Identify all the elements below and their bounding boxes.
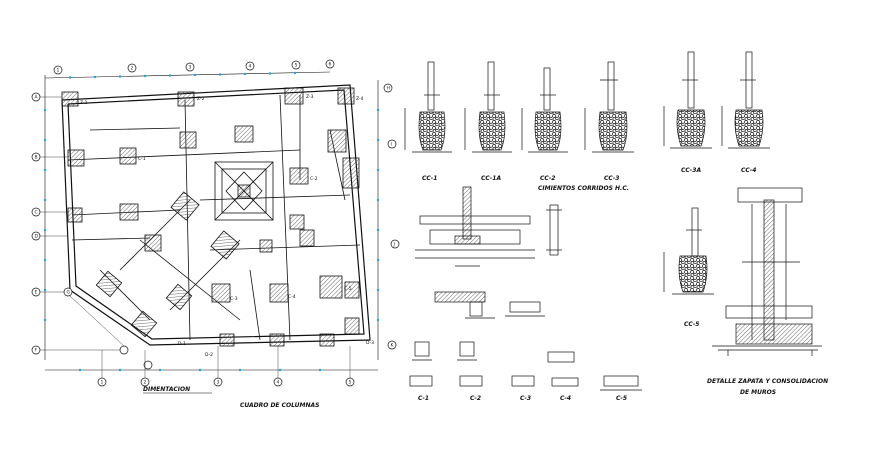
detail-title-line-2: DE MUROS [740, 389, 776, 396]
grid-label-bottom-4: 4 [277, 380, 280, 386]
plan-tag-c1: C-1 [138, 156, 146, 162]
dimension-dots [43, 71, 380, 372]
pier-label-cc5: CC-5 [684, 321, 699, 328]
plan-tag-z2: Z-2 [197, 96, 205, 102]
grid-label-top-1: 1 [57, 68, 60, 74]
grid-label-left-g: G [67, 290, 71, 296]
grid-label-top-3: 3 [189, 65, 192, 71]
column-label-c3: C-3 [520, 395, 531, 402]
grid-label-bottom-2: 2 [144, 380, 147, 386]
pier-label-cc1: CC-1 [422, 175, 437, 182]
pier-detail-cc3a [663, 51, 712, 149]
plan-tag-d1: D-1 [178, 341, 186, 347]
grid-label-bottom-5: 5 [349, 380, 352, 386]
plan-tag-c5: C-5 [344, 286, 352, 292]
pier-detail-cc5 [663, 207, 714, 295]
grid-label-top-5: 5 [295, 63, 298, 69]
plan-tag-d3: D-3 [366, 340, 374, 346]
grid-label-left-d: D [35, 234, 39, 240]
grid-bubble-labels: 1 2 3 4 5 6 A B C D E F G H I J K 1 2 3 … [35, 62, 395, 386]
column-section-details [409, 291, 642, 391]
grid-bubbles-bottom [97, 345, 355, 387]
column-schedule-title: CUADRO DE COLUMNAS [240, 402, 319, 409]
grid-label-left-e: E [35, 290, 38, 296]
column-label-c4: C-4 [560, 395, 571, 402]
column-label-c2: C-2 [470, 395, 481, 402]
grid-label-left-c: C [35, 210, 38, 216]
central-pedestal [214, 161, 274, 221]
pier-details: CC-1 CC-1A CC-2 CC-3 CC-3A CC-4 CC-5 CIM… [404, 51, 770, 328]
grid-bubbles-top [53, 59, 335, 75]
grid-label-top-4: 4 [249, 64, 252, 70]
plan-tag-c2: C-2 [310, 176, 318, 182]
grid-bubbles-left [31, 92, 73, 355]
column-label-c1: C-1 [418, 395, 429, 402]
grid-label-bottom-1: 1 [101, 380, 104, 386]
pier-detail-cc3 [584, 61, 634, 153]
grid-guides [40, 96, 351, 378]
plan-tag-z1: Z-1 [80, 100, 88, 106]
pier-label-cc3a: CC-3A [681, 167, 701, 174]
column-label-c5: C-5 [616, 395, 627, 402]
plan-tag-c4: C-4 [288, 294, 296, 300]
pier-label-cc3: CC-3 [604, 175, 619, 182]
grid-bubbles-right [383, 83, 400, 350]
plan-tags: Z-1 Z-2 Z-3 Z-4 C-1 C-2 C-3 C-4 C-5 D-1 … [80, 94, 374, 358]
grid-label-right-k: K [391, 343, 395, 349]
grid-label-left-f: F [35, 348, 38, 354]
pier-label-cc4: CC-4 [741, 167, 756, 174]
wall-footing-detail [712, 187, 822, 356]
plan-tag-z4: Z-4 [356, 96, 364, 102]
footing-section-detail [415, 186, 562, 267]
pier-label-cc1a: CC-1A [481, 175, 501, 182]
grid-label-top-2: 2 [131, 66, 134, 72]
plan-tag-z3: Z-3 [306, 94, 314, 100]
pier-label-cc2: CC-2 [540, 175, 555, 182]
grid-label-right-i: I [391, 142, 392, 148]
grid-label-right-h: H [387, 86, 390, 92]
pier-detail-cc2 [521, 67, 568, 153]
grid-label-left-b: B [35, 155, 38, 161]
foundation-plan: 1 2 3 4 5 6 A B C D E F G H I J K 1 2 3 … [31, 59, 400, 409]
footing-section-title: CIMIENTOS CORRIDOS H.C. [538, 185, 629, 192]
grid-label-right-j: J [393, 242, 395, 248]
plan-tag-c3: C-3 [230, 296, 238, 302]
detail-title-line-1: DETALLE ZAPATA Y CONSOLIDACION [707, 378, 828, 385]
foundation-plan-title: DIMENTACION [143, 386, 190, 393]
grid-label-left-a: A [35, 95, 39, 101]
pier-detail-cc1 [404, 61, 452, 153]
pier-detail-cc1a [464, 61, 512, 153]
grid-label-bottom-3: 3 [217, 380, 220, 386]
pier-detail-cc4 [721, 51, 770, 149]
footing-pads [61, 87, 360, 347]
grade-beams [67, 94, 361, 341]
perimeter-walls [61, 84, 371, 346]
plan-tag-d2: D-2 [205, 352, 213, 358]
plan-dimension-lines [44, 71, 379, 371]
grid-label-top-6: 6 [329, 62, 332, 68]
